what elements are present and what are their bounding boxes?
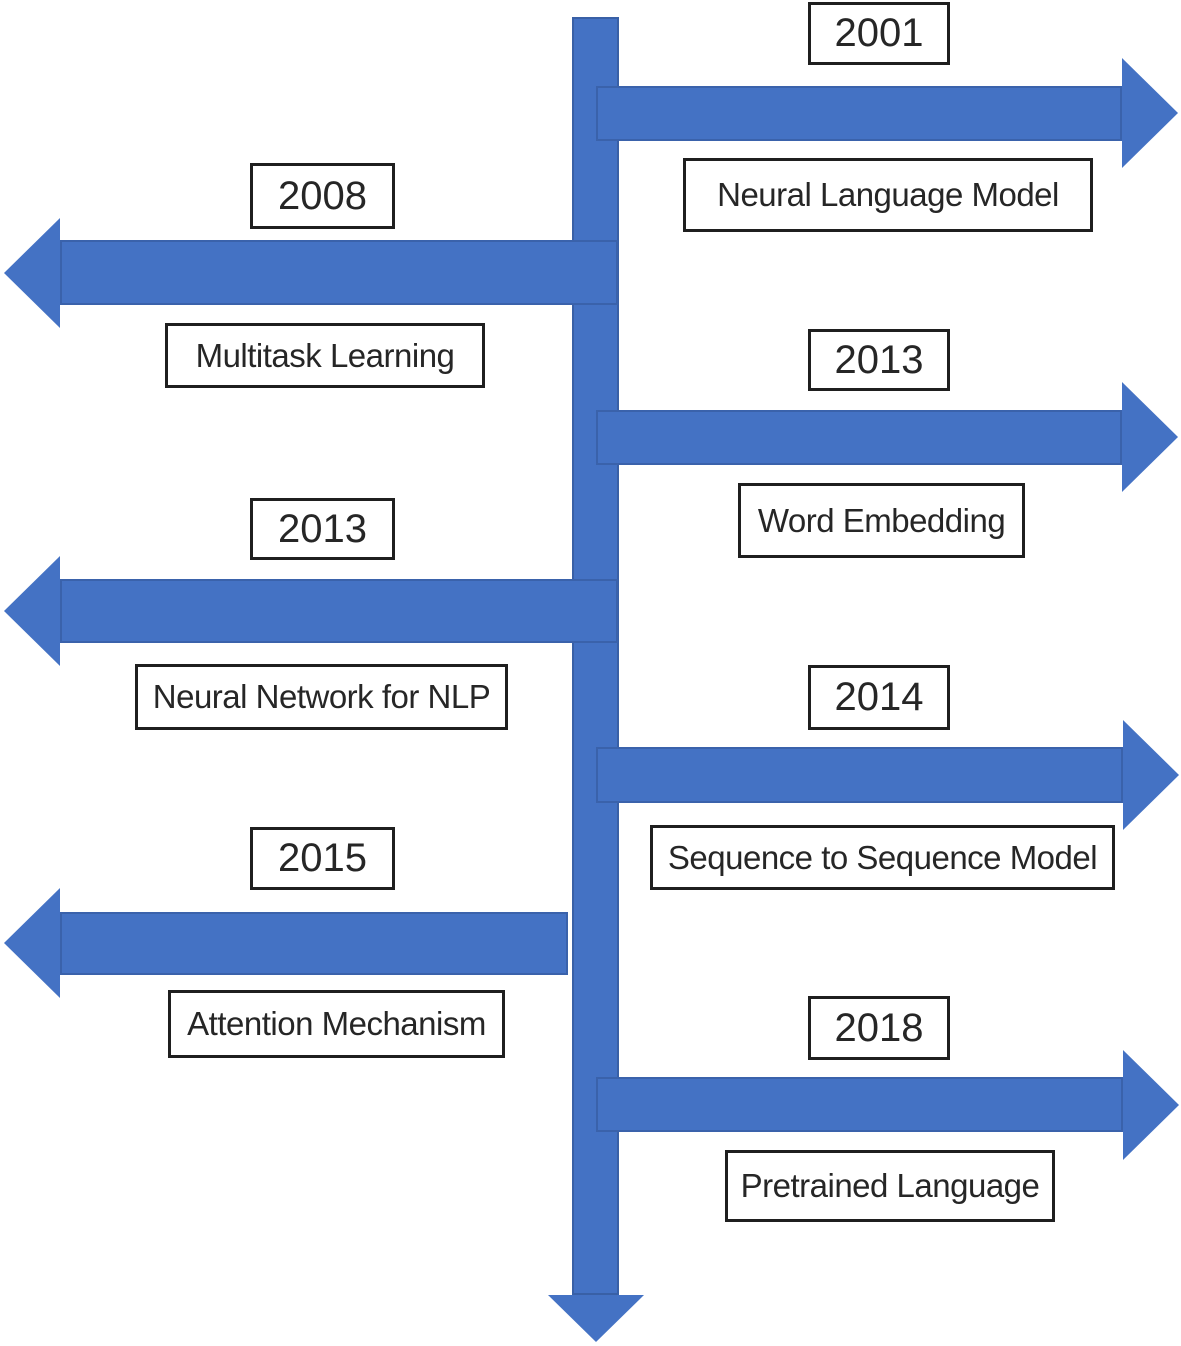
event-label-text: Multitask Learning <box>195 336 455 374</box>
year-box: 2001 <box>808 2 950 65</box>
arrowhead-right-icon <box>1123 1050 1179 1160</box>
event-arrow-left <box>60 579 618 643</box>
event-label-text: Sequence to Sequence Model <box>667 838 1098 876</box>
arrowhead-left-icon <box>4 556 60 666</box>
year-box: 2013 <box>808 329 950 391</box>
year-text: 2013 <box>278 506 367 551</box>
event-label-box: Sequence to Sequence Model <box>650 825 1115 890</box>
year-text: 2015 <box>278 836 367 880</box>
event-arrow-right <box>596 1077 1123 1132</box>
year-text: 2013 <box>834 337 924 382</box>
event-label-text: Neural Network for NLP <box>152 678 491 715</box>
event-label-box: Neural Network for NLP <box>135 664 508 730</box>
event-label-box: Neural Language Model <box>683 158 1093 232</box>
event-arrow-right <box>596 86 1122 141</box>
year-text: 2018 <box>834 1005 924 1050</box>
year-text: 2008 <box>278 173 367 218</box>
year-text: 2001 <box>834 11 924 55</box>
year-box: 2008 <box>250 163 395 229</box>
arrowhead-right-icon <box>1123 720 1179 830</box>
event-label-text: Attention Mechanism <box>187 1005 486 1042</box>
arrowhead-right-icon <box>1122 382 1178 492</box>
event-arrow-left <box>60 240 618 305</box>
event-arrow-right <box>596 747 1123 803</box>
timeline-spine-arrowhead-down-icon <box>548 1295 644 1342</box>
event-label-text: Word Embedding <box>757 501 1006 539</box>
year-box: 2013 <box>250 498 395 560</box>
event-label-text: Neural Language Model <box>717 176 1059 213</box>
year-box: 2014 <box>808 665 950 730</box>
event-label-box: Attention Mechanism <box>168 990 505 1058</box>
event-label-text: Pretrained Language <box>740 1167 1040 1204</box>
year-box: 2015 <box>250 827 395 890</box>
event-label-box: Multitask Learning <box>165 323 485 388</box>
year-text: 2014 <box>834 675 924 719</box>
event-label-box: Word Embedding <box>738 483 1025 558</box>
arrowhead-right-icon <box>1122 58 1178 168</box>
event-arrow-left <box>60 912 568 975</box>
event-label-box: Pretrained Language <box>725 1150 1055 1222</box>
year-box: 2018 <box>808 996 950 1060</box>
arrowhead-left-icon <box>4 888 60 998</box>
event-arrow-right <box>596 410 1122 465</box>
arrowhead-left-icon <box>4 218 60 328</box>
